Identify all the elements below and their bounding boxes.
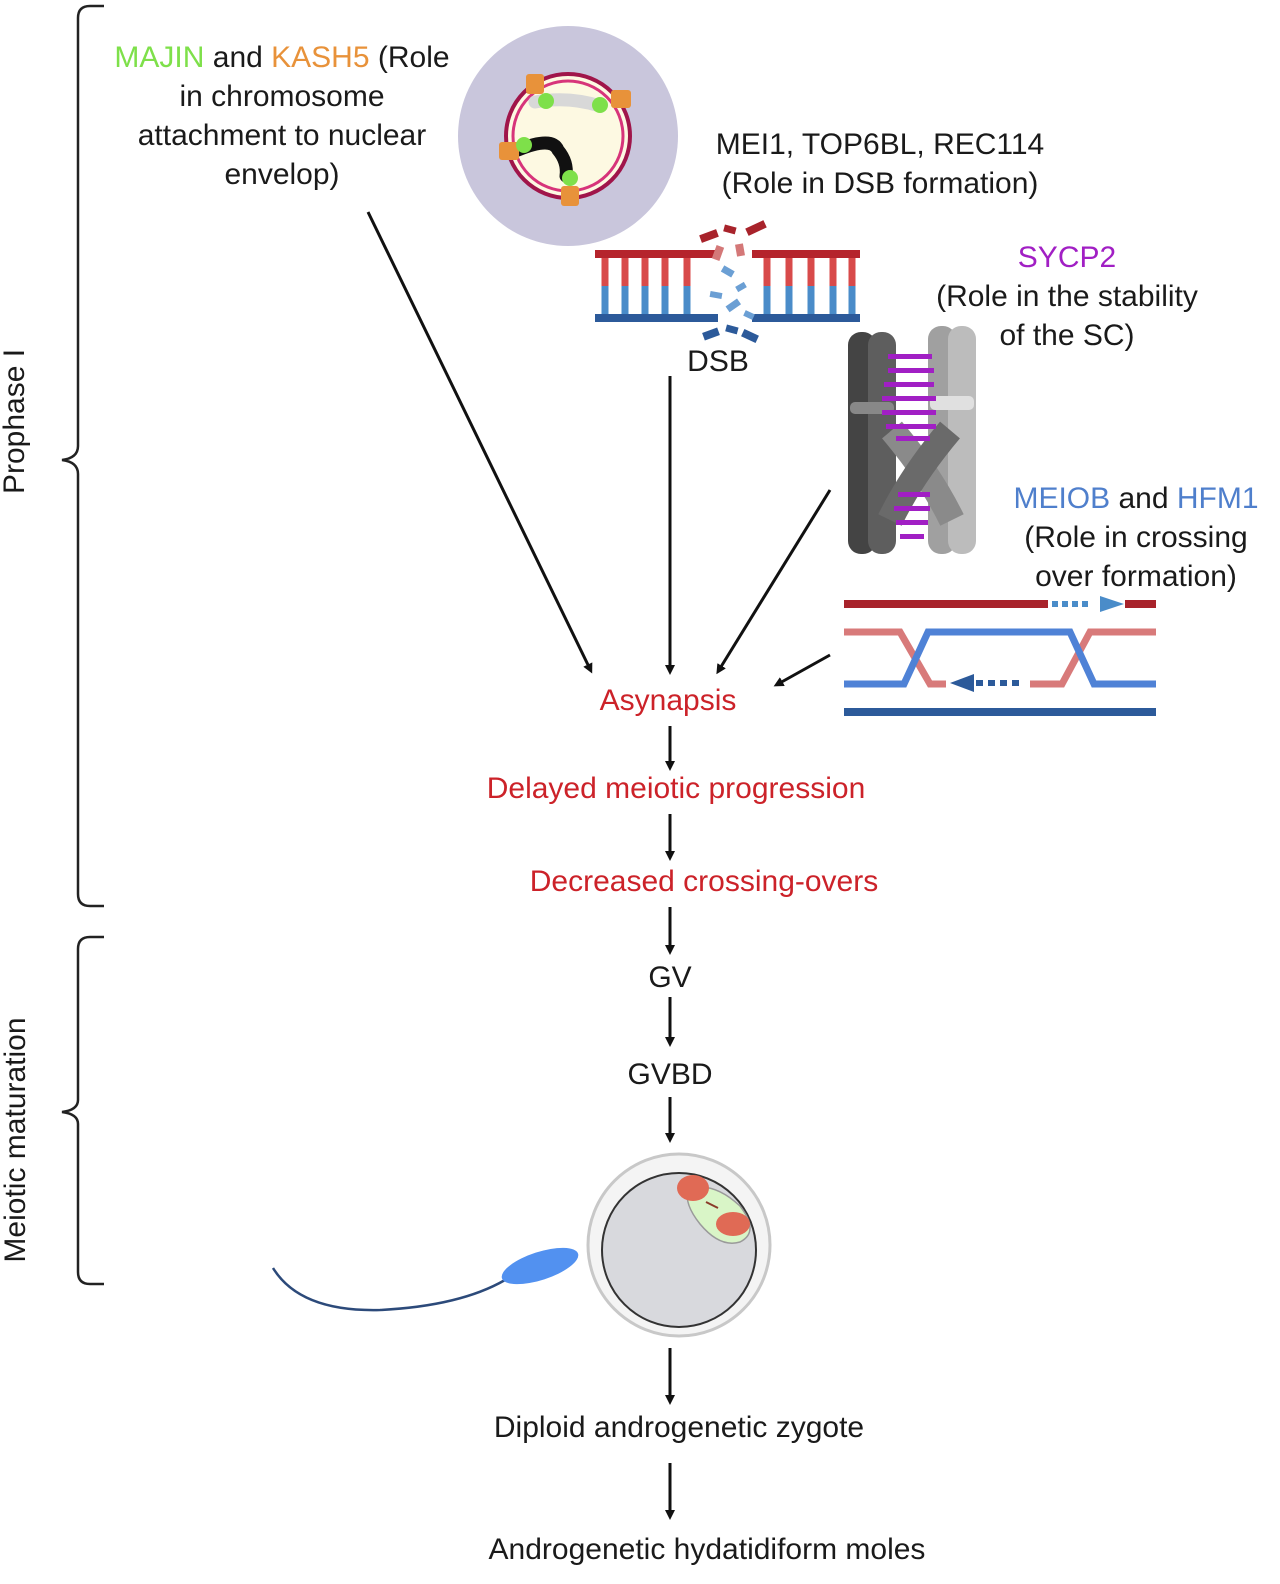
delayed-progression-label: Delayed meiotic progression <box>486 772 866 805</box>
maturation-label: Meiotic maturation <box>0 1017 32 1263</box>
asynapsis-label: Asynapsis <box>599 684 737 717</box>
arrow-majin-to-asynapsis <box>366 211 593 674</box>
gv-label: GV <box>648 961 692 994</box>
mole-label: Androgenetic hydatidiform moles <box>488 1533 926 1566</box>
gene-majin: MAJIN <box>114 41 205 74</box>
arrow-meiob-to-asynapsis <box>773 653 831 687</box>
dsb-genes-caption: MEI1, TOP6BL, REC114 (Role in DSB format… <box>715 128 1045 200</box>
prophase-label: Prophase I <box>0 348 31 494</box>
majin-kash5-caption: MAJIN and KASH5 (Role in chromosome atta… <box>114 41 450 191</box>
arrow-sycp2-to-asynapsis <box>716 489 832 675</box>
decreased-crossovers-label: Decreased crossing-overs <box>529 865 879 898</box>
dsb-label: DSB <box>687 345 749 378</box>
crossover-strands-icon <box>844 596 1156 716</box>
zygote-label: Diploid androgenetic zygote <box>493 1411 865 1444</box>
sperm-icon <box>271 1247 579 1312</box>
sycp2-caption: SYCP2 (Role in the stability of the SC) <box>912 238 1222 355</box>
pathway-arrows <box>366 211 832 1520</box>
gene-kash5: KASH5 <box>271 41 370 74</box>
nucleus-icon <box>458 26 678 246</box>
gene-hfm1: HFM1 <box>1176 482 1259 515</box>
dna-break-icon <box>595 220 860 344</box>
gvbd-label: GVBD <box>627 1058 713 1091</box>
gene-sycp2: SYCP2 <box>1017 241 1117 274</box>
maturation-bracket <box>61 935 104 1286</box>
gene-meiob: MEIOB <box>1013 482 1111 515</box>
chromosome-pair-icon <box>848 326 976 554</box>
prophase-bracket <box>61 4 104 908</box>
oocyte-icon <box>586 1152 772 1338</box>
meiob-hfm1-caption: MEIOB and HFM1 (Role in crossing over fo… <box>1013 482 1259 593</box>
